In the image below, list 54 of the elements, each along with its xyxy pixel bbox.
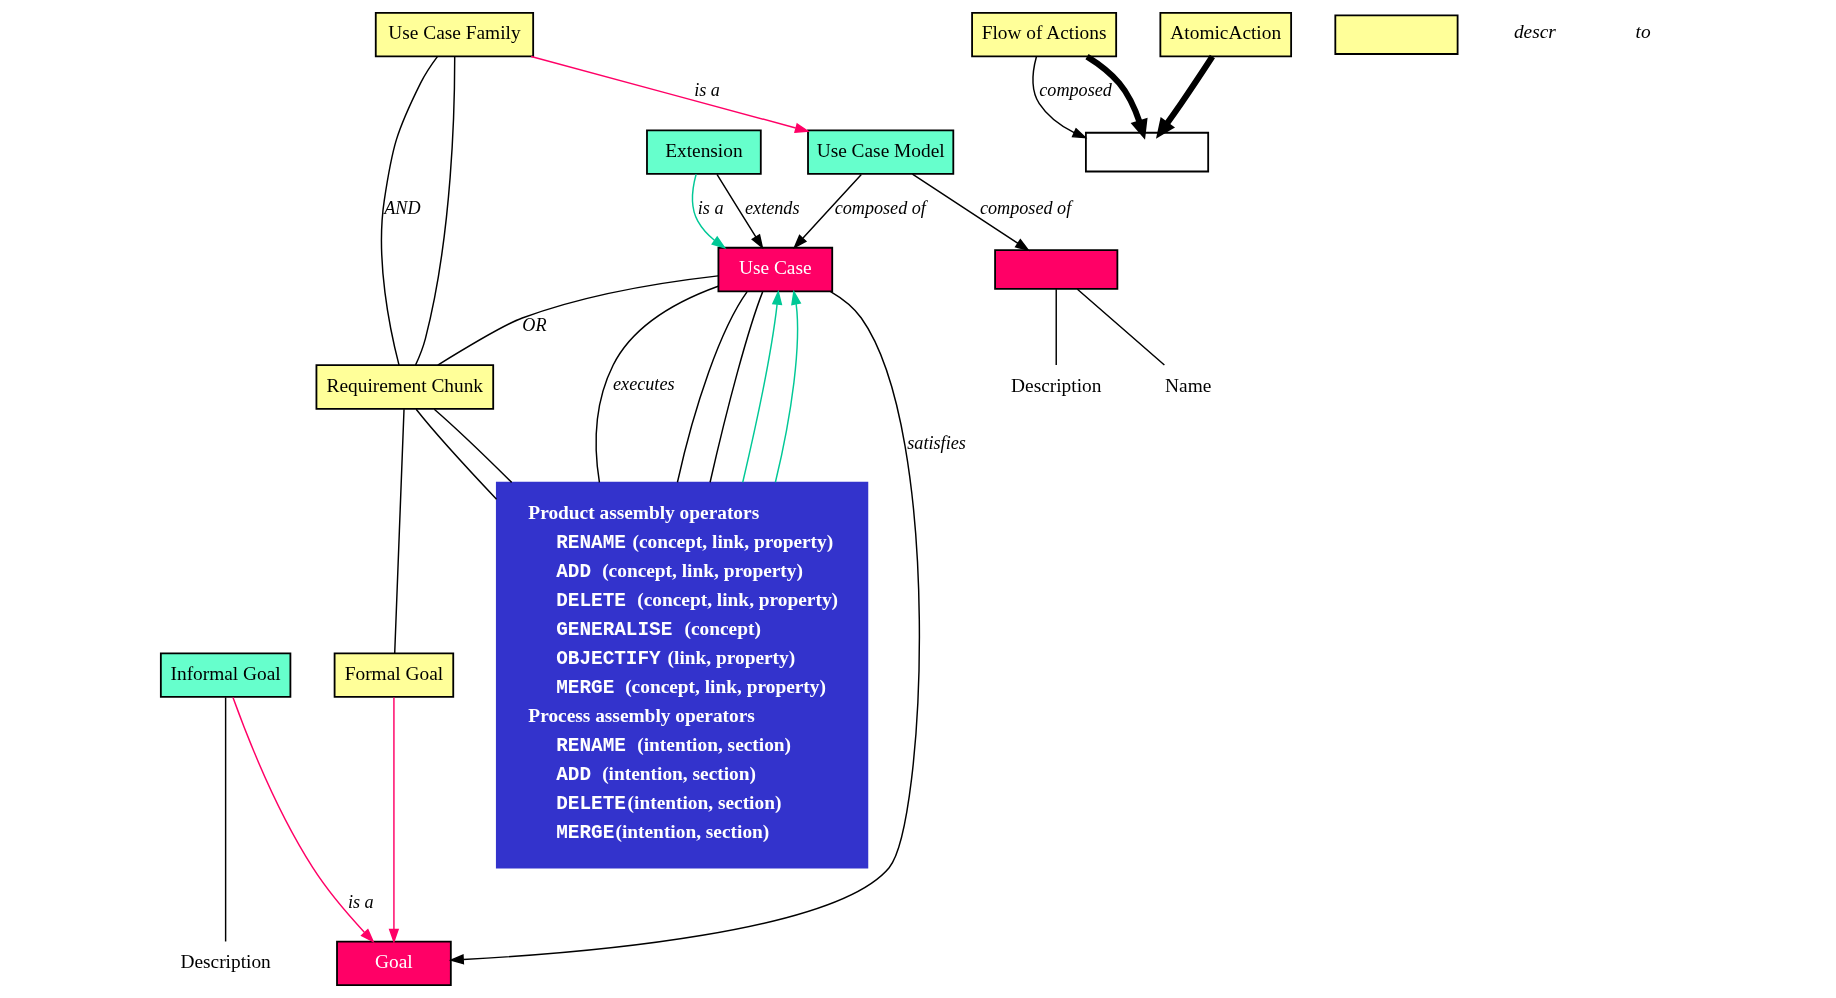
connector — [676, 291, 748, 483]
edge-label: is a — [697, 197, 724, 218]
edge-label: executes — [612, 374, 675, 395]
node-box: Product assembly operators RENAME (concept, link, property) ADD (concept, link, property) DELETE (concept, link, property) GENERALISE (concept) OBJECTIFY (link, property) MERGE (concept, link, property) Process assembly operators RENAME (intention, section) ADD (intention, section) DELETE(intention, section) MERGE(intention, section) — [495, 481, 868, 869]
connector — [414, 56, 455, 366]
label: descr — [1513, 21, 1556, 43]
node-box: AtomicAction — [1158, 11, 1292, 58]
arrow — [741, 289, 782, 483]
node-box: Use Case — [717, 246, 833, 293]
node-text: Description — [1010, 374, 1101, 396]
edge-label: is a — [693, 80, 720, 101]
arrow — [1084, 54, 1148, 140]
label: to — [1635, 21, 1651, 43]
arrow — [774, 289, 801, 483]
connector — [380, 55, 438, 366]
connector — [393, 408, 405, 655]
node-box: Use Case Family — [374, 11, 534, 58]
edge-label: OR — [521, 315, 546, 336]
node-box: Informal Goal — [159, 652, 291, 698]
edge-label: composed of — [834, 197, 926, 218]
edge-label: extends — [744, 197, 800, 218]
node-box — [1333, 14, 1458, 55]
arrow — [691, 173, 726, 249]
arrow — [1031, 55, 1087, 139]
node-box — [993, 249, 1118, 290]
connector — [1055, 288, 1057, 366]
node-text: Name — [1164, 374, 1211, 396]
arrow — [388, 696, 399, 944]
arrow — [448, 290, 920, 965]
node-box: Goal — [335, 940, 452, 987]
arrow — [715, 173, 763, 250]
arrow — [792, 173, 862, 249]
connector — [224, 696, 226, 943]
node-box: Requirement Chunk — [315, 364, 494, 410]
node-box: Flow of Actions — [970, 11, 1117, 58]
node-box: Extension — [645, 129, 762, 175]
node-box: Use Case Model — [806, 129, 954, 175]
node-text: Description — [179, 950, 271, 972]
connector — [1076, 288, 1165, 366]
connector — [414, 408, 497, 500]
edge-label: AND — [383, 197, 421, 218]
edge-label: composed — [1038, 80, 1112, 101]
edge-label: is a — [347, 891, 374, 912]
connector — [433, 408, 512, 484]
arrow — [231, 696, 375, 943]
connector — [436, 275, 719, 366]
connector — [594, 285, 719, 484]
arrow — [529, 55, 810, 133]
arrow — [1155, 54, 1215, 139]
edge-label: satisfies — [906, 432, 966, 453]
node-box: Formal Goal — [333, 652, 454, 698]
arrow — [911, 173, 1030, 252]
node-box — [1084, 131, 1209, 173]
connector — [708, 291, 763, 483]
